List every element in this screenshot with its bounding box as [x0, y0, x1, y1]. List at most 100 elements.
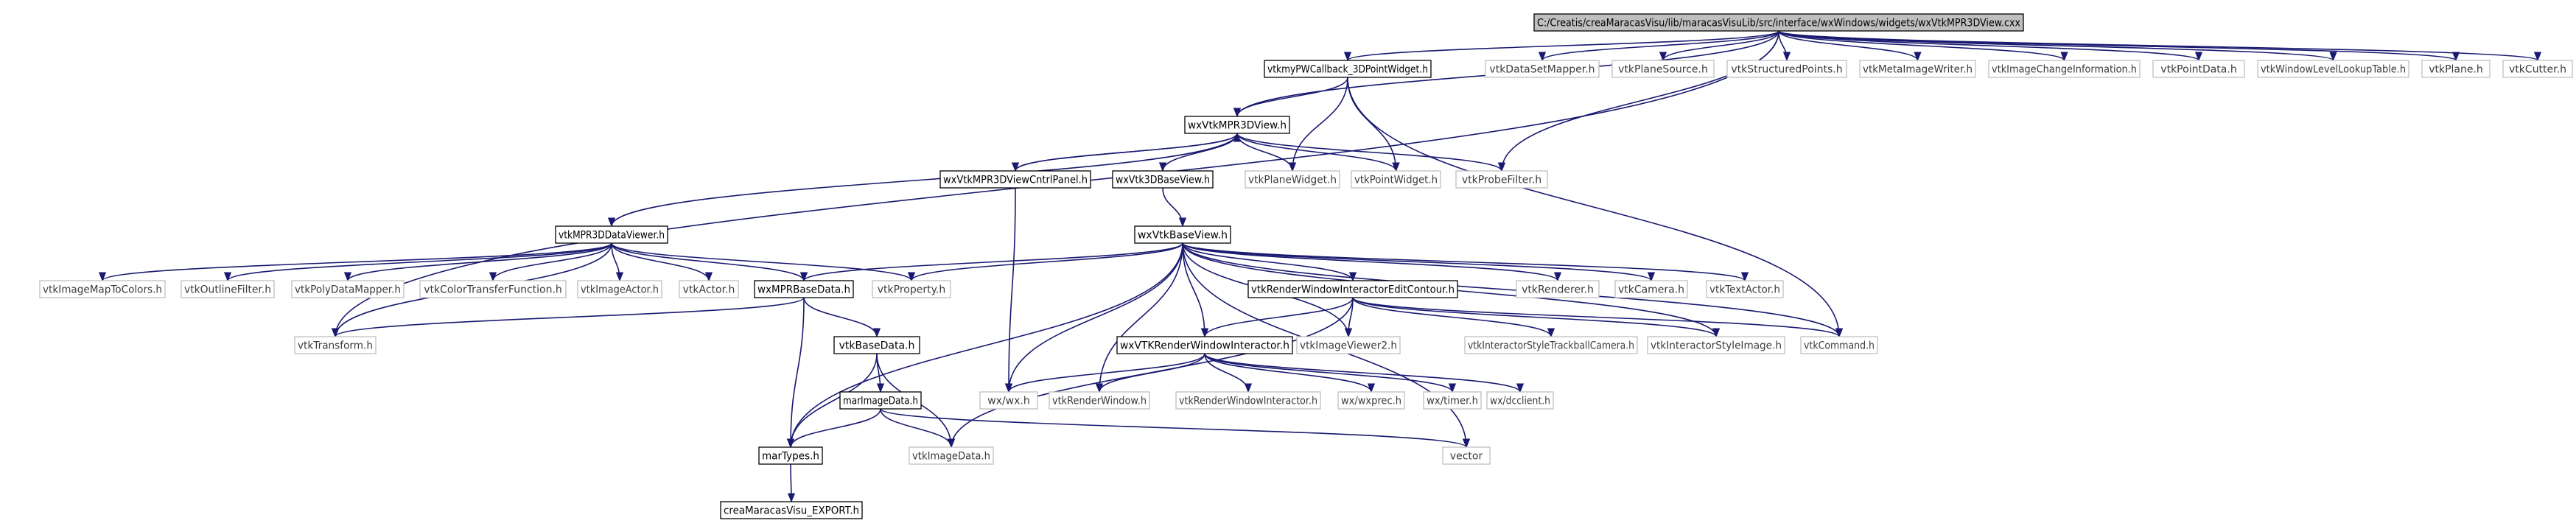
- edge-base3d-to-baseview: [1162, 187, 1187, 228]
- node-planew: vtkPlaneWidget.h: [1245, 170, 1340, 189]
- node-box-pointw: [1351, 170, 1441, 189]
- node-prop: vtkProperty.h: [872, 280, 951, 298]
- node-box-dataviewer: [555, 225, 668, 244]
- node-renwinint: vtkRenderWindowInteractor.h: [1175, 391, 1321, 410]
- node-command: vtkCommand.h: [1800, 336, 1878, 354]
- node-box-vector: [1442, 446, 1491, 465]
- edge-mpr3dview-to-probe: [1236, 133, 1505, 172]
- node-ctf: vtkColorTransferFunction.h: [419, 280, 567, 298]
- node-box-wxprec: [1337, 391, 1405, 410]
- node-label-imgchg: vtkImageChangeInformation.h: [1992, 64, 2137, 76]
- edge-baseview-to-wxwx: [1004, 242, 1183, 393]
- edge-ctrl-to-mpr3dview: [1015, 132, 1241, 172]
- node-box-probe: [1455, 170, 1548, 189]
- node-box-marimage: [839, 391, 922, 410]
- node-planesrc: vtkPlaneSource.h: [1611, 60, 1715, 78]
- node-label-base3d: wxVtk3DBaseView.h: [1116, 175, 1210, 186]
- node-marimage[interactable]: marImageData.h: [839, 391, 922, 410]
- node-box-martypes: [758, 446, 823, 465]
- edge-wxvtkrwi-to-wxtimer: [1204, 353, 1456, 393]
- node-label-textactor: vtkTextActor.h: [1709, 284, 1780, 296]
- node-imgchg: vtkImageChangeInformation.h: [1988, 60, 2141, 78]
- edge-basedata-to-martypes: [786, 353, 878, 449]
- node-label-imc: vtkImageMapToColors.h: [43, 284, 162, 296]
- edge-root-to-probe: [1497, 30, 1779, 172]
- node-textactor: vtkTextActor.h: [1706, 280, 1784, 298]
- node-label-export: creaMaracasVisu_EXPORT.h: [724, 505, 859, 517]
- edge-root-to-imgchg: [1778, 30, 2068, 62]
- edge-baseview-to-textactor: [1182, 242, 1749, 282]
- edge-rwiecx-to-command: [1352, 297, 1843, 338]
- node-label-prop: vtkProperty.h: [878, 284, 945, 296]
- node-label-renwin: vtkRenderWindow.h: [1052, 396, 1147, 407]
- edge-dataviewer-to-actor: [611, 242, 713, 282]
- dependency-nodes: C:/Creatis/creaMaracasVisu/lib/maracasVi…: [39, 13, 2573, 519]
- node-label-wxwx: wx/wx.h: [987, 396, 1030, 407]
- node-martypes[interactable]: marTypes.h: [758, 446, 823, 465]
- node-label-structpts: vtkStructuredPoints.h: [1731, 64, 1842, 76]
- node-label-mprbase: wxMPRBaseData.h: [757, 284, 850, 296]
- node-wxvtkrwi[interactable]: wxVTKRenderWindowInteractor.h: [1116, 336, 1293, 354]
- node-box-trackball: [1464, 336, 1638, 354]
- node-label-wxvtkrwi: wxVTKRenderWindowInteractor.h: [1120, 340, 1289, 352]
- node-camera: vtkCamera.h: [1614, 280, 1688, 298]
- node-label-vector: vector: [1450, 451, 1483, 463]
- edge-baseview-to-renwin: [1095, 242, 1183, 393]
- node-label-probe: vtkProbeFilter.h: [1462, 175, 1541, 186]
- node-ctrl[interactable]: wxVtkMPR3DViewCntrlPanel.h: [939, 170, 1091, 189]
- node-pwcb[interactable]: vtkmyPWCallback_3DPointWidget.h: [1264, 60, 1432, 78]
- edge-marimage-to-martypes: [786, 408, 881, 449]
- node-viewer2: vtkImageViewer2.h: [1296, 336, 1401, 354]
- node-box-wllt: [2257, 60, 2409, 78]
- node-box-outline: [181, 280, 275, 298]
- node-box-rwiecx: [1247, 280, 1458, 298]
- node-rwiecx[interactable]: vtkRenderWindowInteractorEditContour.h: [1247, 280, 1458, 298]
- edge-root-to-pwcb: [1344, 30, 1779, 62]
- node-box-textactor: [1706, 280, 1784, 298]
- edge-root-to-plane: [1778, 30, 2460, 62]
- node-isimage: vtkInteractorStyleImage.h: [1647, 336, 1785, 354]
- node-pointdata: vtkPointData.h: [2152, 60, 2245, 78]
- node-box-dsm: [1485, 60, 1600, 78]
- node-label-isimage: vtkInteractorStyleImage.h: [1651, 340, 1782, 352]
- node-polymap: vtkPolyDataMapper.h: [291, 280, 405, 298]
- node-box-ctrl: [939, 170, 1091, 189]
- edge-dataviewer-to-imgactor: [611, 242, 624, 282]
- edge-wxvtkrwi-to-renwin: [1095, 353, 1205, 393]
- node-label-polymap: vtkPolyDataMapper.h: [295, 284, 401, 296]
- edge-pwcb-to-planew: [1288, 77, 1348, 172]
- edge-wxvtkrwi-to-wxwx: [1004, 353, 1205, 393]
- node-mpr3dview[interactable]: wxVtkMPR3DView.h: [1184, 116, 1290, 134]
- node-label-renderer: vtkRenderer.h: [1522, 284, 1594, 296]
- node-dataviewer[interactable]: vtkMPR3DDataViewer.h: [555, 225, 668, 244]
- node-mprbase[interactable]: wxMPRBaseData.h: [754, 280, 854, 298]
- node-label-dcclient: wx/dcclient.h: [1490, 396, 1550, 407]
- node-box-pointdata: [2152, 60, 2245, 78]
- edge-mprbase-to-basedata: [803, 297, 881, 338]
- edge-root-to-pointdata: [1778, 30, 2202, 62]
- node-renderer: vtkRenderer.h: [1516, 280, 1600, 298]
- node-label-viewer2: vtkImageViewer2.h: [1300, 340, 1397, 352]
- edge-rwiecx-to-trackball: [1352, 297, 1555, 338]
- node-base3d[interactable]: wxVtk3DBaseView.h: [1112, 170, 1214, 189]
- node-basedata[interactable]: vtkBaseData.h: [833, 336, 920, 354]
- node-label-planew: vtkPlaneWidget.h: [1248, 175, 1337, 186]
- node-label-outline: vtkOutlineFilter.h: [184, 284, 271, 296]
- edge-root-to-cutter: [1778, 30, 2541, 62]
- node-pointw: vtkPointWidget.h: [1351, 170, 1441, 189]
- node-metaw: vtkMetaImageWriter.h: [1859, 60, 1976, 78]
- node-trackball: vtkInteractorStyleTrackballCamera.h: [1464, 336, 1638, 354]
- node-box-export: [720, 501, 863, 519]
- node-box-isimage: [1647, 336, 1785, 354]
- node-label-cutter: vtkCutter.h: [2509, 64, 2566, 76]
- edge-baseview-to-mprbase: [800, 242, 1183, 282]
- edge-root-to-wllt: [1778, 30, 2337, 62]
- node-baseview[interactable]: wxVtkBaseView.h: [1134, 225, 1231, 244]
- node-probe: vtkProbeFilter.h: [1455, 170, 1548, 189]
- node-wllt: vtkWindowLevelLookupTable.h: [2257, 60, 2409, 78]
- node-export[interactable]: creaMaracasVisu_EXPORT.h: [720, 501, 863, 519]
- node-label-pointw: vtkPointWidget.h: [1354, 175, 1438, 186]
- node-imgactor: vtkImageActor.h: [577, 280, 662, 298]
- node-box-baseview: [1134, 225, 1231, 244]
